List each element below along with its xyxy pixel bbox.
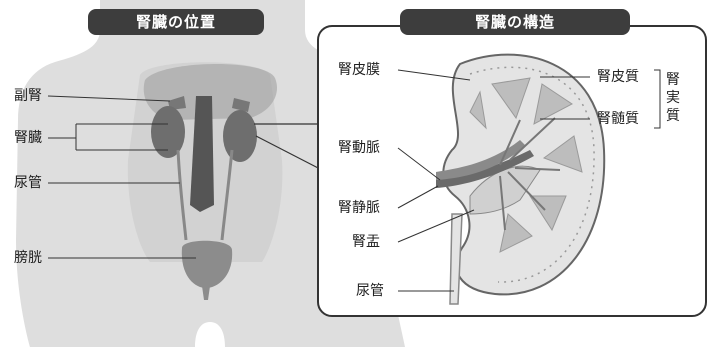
- label-parenchyma-char2: 実: [666, 90, 680, 106]
- leader-renal-artery: [397, 147, 441, 181]
- renal-vein-shape: [436, 140, 526, 180]
- label-parenchyma-char3: 質: [666, 108, 680, 124]
- parenchyma-bracket: [654, 69, 661, 129]
- leader-renal-capsule: [397, 69, 471, 81]
- label-renal-medulla: 腎髄質: [597, 111, 639, 127]
- label-renal-cortex: 腎皮質: [597, 69, 639, 85]
- label-ureter-right: 尿管: [356, 283, 384, 299]
- label-renal-pelvis: 腎盂: [352, 234, 380, 250]
- adrenal-left-shape: [168, 96, 186, 110]
- label-adrenal: 副腎: [14, 88, 42, 104]
- ureter-detail-shape: [449, 213, 463, 305]
- label-renal-artery: 腎動脈: [338, 140, 380, 156]
- leader-renal-vein: [397, 185, 439, 209]
- adrenal-right-shape: [232, 98, 250, 112]
- ureter-left-line: [176, 149, 188, 241]
- medulla-pyramids: [469, 77, 583, 253]
- aorta-shape: [190, 96, 214, 212]
- label-parenchyma-char1: 腎: [666, 72, 680, 88]
- vessel-branches: [499, 117, 561, 231]
- label-kidney: 腎臓: [14, 130, 42, 146]
- kidney-left-shape: [151, 106, 185, 158]
- leader-kidney-bracket: [48, 123, 168, 151]
- title-kidney-position: 腎臓の位置: [88, 9, 264, 35]
- ureter-right-line: [220, 149, 234, 241]
- callout-line-bottom: [255, 135, 323, 171]
- kidney-right-shape: [223, 110, 257, 162]
- label-renal-capsule: 腎皮膜: [338, 62, 380, 78]
- label-ureter-left: 尿管: [14, 175, 42, 191]
- urethra-shape: [202, 286, 210, 300]
- leader-adrenal: [47, 95, 171, 102]
- bladder-shape: [181, 240, 233, 288]
- label-bladder: 膀胱: [14, 250, 42, 266]
- leader-renal-pelvis: [397, 209, 475, 243]
- title-kidney-structure: 腎臓の構造: [400, 9, 630, 35]
- label-renal-vein: 腎静脈: [338, 200, 380, 216]
